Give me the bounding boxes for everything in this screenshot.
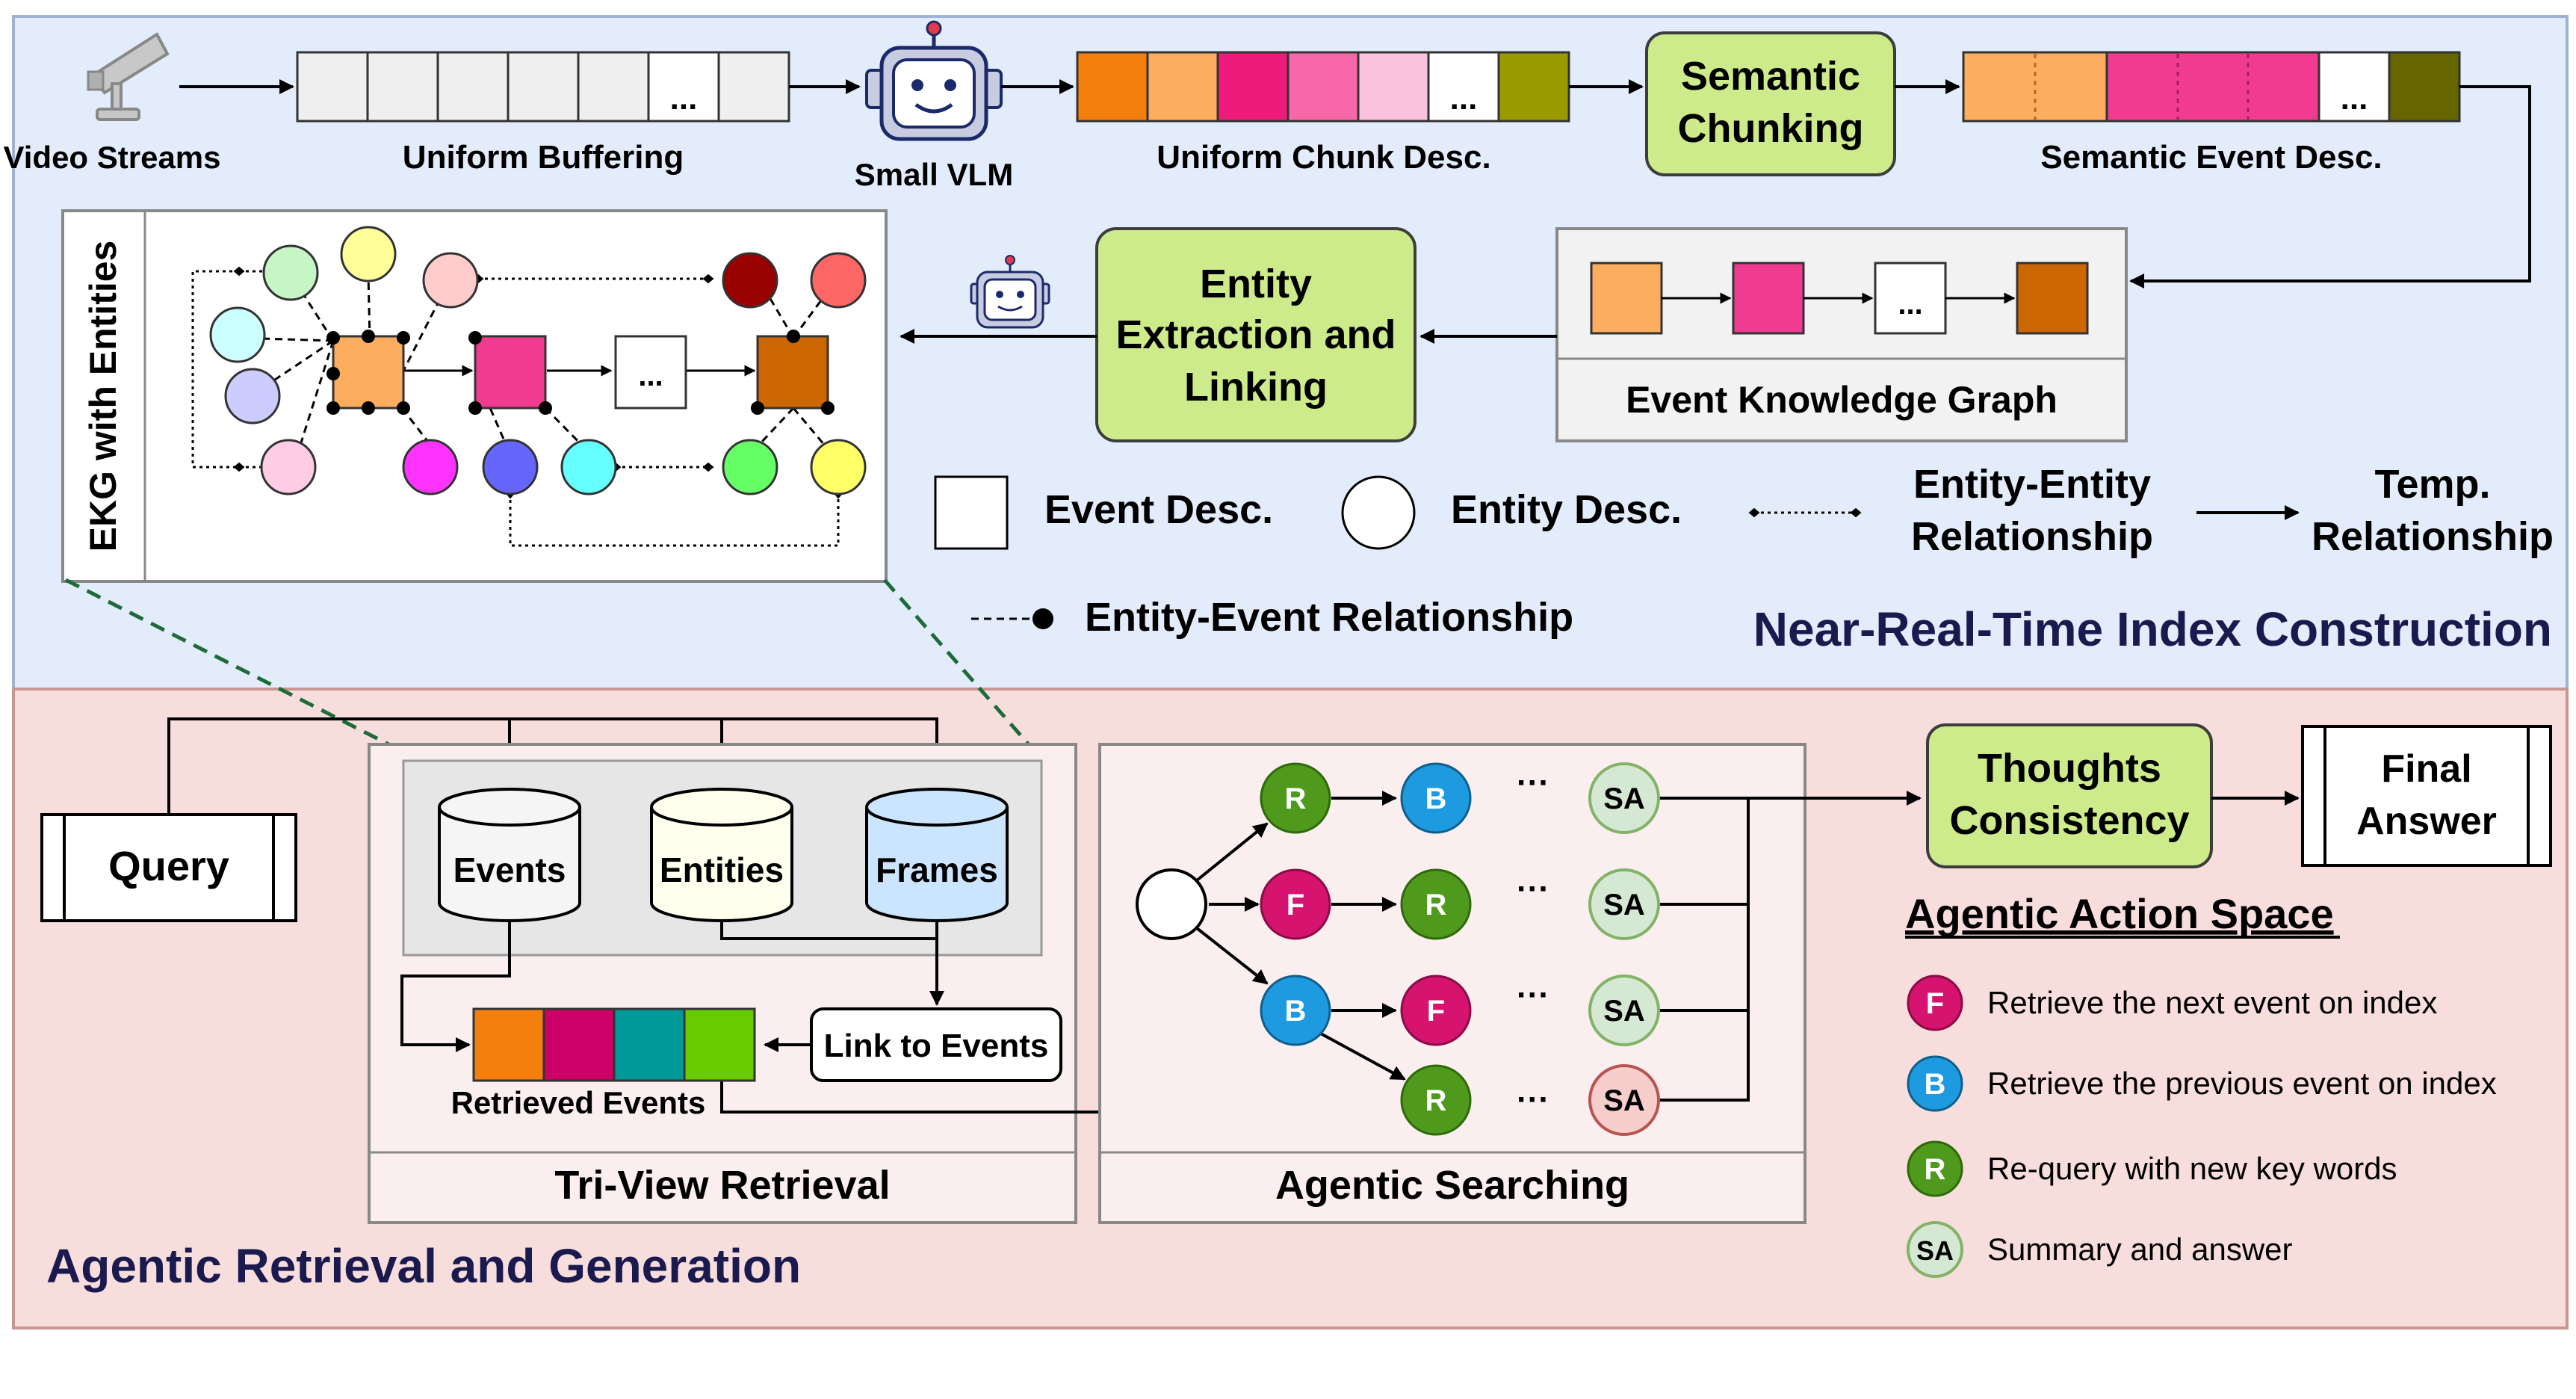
zoom-line-left: [64, 578, 405, 754]
svg-text:F: F: [1926, 987, 1944, 1020]
zoom-line-right: [883, 578, 1044, 762]
svg-text:R: R: [1425, 1084, 1447, 1117]
svg-text:SA: SA: [1603, 1084, 1645, 1117]
db-entities-label: Entities: [660, 850, 784, 889]
camera-icon: [87, 32, 170, 121]
svg-text:···: ···: [1517, 871, 1549, 907]
bottom-panel-title: Agentic Retrieval and Generation: [46, 1239, 801, 1293]
svg-text:...: ...: [638, 359, 663, 392]
entity-extraction-line3: Linking: [1184, 365, 1328, 410]
svg-text:···: ···: [1517, 1081, 1549, 1118]
legend-temp-line1: Temp.: [2374, 462, 2490, 507]
svg-text:B: B: [1285, 995, 1307, 1028]
semantic-chunking-line1: Semantic: [1681, 54, 1860, 99]
frames-database-icon: [865, 788, 1009, 922]
arrow-events-to-ekg: [2129, 85, 2531, 288]
semantic-event-desc-label: Semantic Event Desc.: [2040, 139, 2382, 176]
uniform-chunk-strip: ...: [1076, 51, 1570, 123]
small-vlm-label: Small VLM: [855, 157, 1013, 192]
semantic-chunking-box: [1645, 31, 1896, 176]
svg-text:...: ...: [670, 80, 698, 117]
legend-entity-circle: [1341, 475, 1416, 550]
search-tree-nodes: R B SA F R SA B F SA R SA: [1260, 762, 1660, 1136]
db-events-label: Events: [453, 850, 566, 889]
query-label: Query: [108, 842, 229, 889]
link-to-events-box[interactable]: [810, 1007, 1062, 1082]
svg-text:B: B: [1425, 782, 1447, 815]
entity-extraction-line1: Entity: [1200, 262, 1312, 306]
svg-text:F: F: [1427, 995, 1445, 1028]
thoughts-consistency-line2: Consistency: [1949, 798, 2189, 843]
final-answer-line1: Final: [2381, 747, 2471, 791]
action-space-title: Agentic Action Space: [1905, 890, 2334, 937]
svg-text:...: ...: [1898, 288, 1922, 321]
retrieved-events-label: Retrieved Events: [451, 1085, 706, 1120]
event-knowledge-graph-label: Event Knowledge Graph: [1626, 379, 2058, 421]
legend-entity-entity-line1: Entity-Entity: [1913, 462, 2151, 507]
ekg-graph: ...: [191, 226, 867, 547]
legend-entity-event: Entity-Event Relationship: [1085, 595, 1573, 640]
entities-database-icon: [650, 788, 793, 922]
action-b-badge: [1907, 1055, 1963, 1112]
agentic-searching-label: Agentic Searching: [1275, 1163, 1629, 1208]
svg-text:R: R: [1425, 889, 1447, 921]
final-answer-box: [2301, 725, 2552, 867]
top-panel-title: Near-Real-Time Index Construction: [1753, 602, 2552, 656]
legend-entity-entity-line2: Relationship: [1911, 514, 2153, 559]
search-root-node: [1136, 868, 1207, 940]
tri-view-retrieval-label: Tri-View Retrieval: [554, 1163, 890, 1208]
uniform-chunk-desc-label: Uniform Chunk Desc.: [1157, 139, 1490, 176]
legend-temp-line2: Relationship: [2312, 514, 2554, 559]
svg-text:R: R: [1925, 1153, 1946, 1186]
svg-text:SA: SA: [1916, 1235, 1954, 1266]
thoughts-consistency-box: [1926, 723, 2213, 868]
ekg-event-nodes: ...: [1590, 262, 2089, 335]
action-r-badge: [1907, 1140, 1963, 1197]
svg-text:B: B: [1925, 1068, 1946, 1101]
action-r-label: Re-query with new key words: [1987, 1151, 2397, 1186]
retrieved-events-strip: [472, 1007, 756, 1082]
action-sa-label: Summary and answer: [1987, 1232, 2293, 1267]
query-box: [40, 813, 297, 922]
search-tree-edges: [1195, 791, 1922, 1102]
semantic-chunking-line2: Chunking: [1678, 106, 1864, 151]
semantic-event-strip: ...: [1962, 51, 2461, 123]
legend-event-desc: Event Desc.: [1044, 487, 1273, 532]
small-robot-icon: [970, 255, 1050, 329]
svg-text:R: R: [1285, 782, 1307, 815]
action-b-label: Retrieve the previous event on index: [1987, 1066, 2497, 1101]
svg-text:SA: SA: [1603, 995, 1645, 1028]
video-streams-label: Video Streams: [3, 140, 220, 175]
entity-extraction-line2: Extraction and: [1115, 312, 1396, 357]
thoughts-consistency-line1: Thoughts: [1978, 746, 2161, 791]
action-sa-badge: [1907, 1221, 1963, 1278]
search-tree-dots: ··· ··· ··· ···: [1517, 765, 1549, 1118]
svg-text:···: ···: [1517, 765, 1549, 801]
robot-icon: [865, 20, 1003, 141]
legend-entity-event-dot: [1032, 608, 1053, 629]
legend-event-square: [934, 475, 1009, 550]
events-database-icon: [438, 788, 581, 922]
legend-entity-desc: Entity Desc.: [1451, 487, 1682, 532]
svg-text:...: ...: [1450, 80, 1478, 117]
svg-text:SA: SA: [1603, 782, 1645, 815]
uniform-buffering-label: Uniform Buffering: [403, 139, 684, 176]
action-f-label: Retrieve the next event on index: [1987, 985, 2437, 1020]
svg-text:···: ···: [1517, 977, 1549, 1013]
svg-text:SA: SA: [1603, 889, 1645, 921]
db-frames-label: Frames: [876, 850, 998, 889]
action-f-badge: [1907, 975, 1963, 1031]
ekg-with-entities-label: EKG with Entities: [82, 241, 124, 552]
action-list: F B R SA: [1907, 975, 1963, 1278]
svg-text:...: ...: [2341, 80, 2368, 117]
svg-text:F: F: [1287, 889, 1304, 921]
uniform-buffer-strip: ...: [296, 51, 790, 123]
final-answer-line2: Answer: [2356, 800, 2497, 843]
link-to-events-label: Link to Events: [824, 1028, 1049, 1064]
